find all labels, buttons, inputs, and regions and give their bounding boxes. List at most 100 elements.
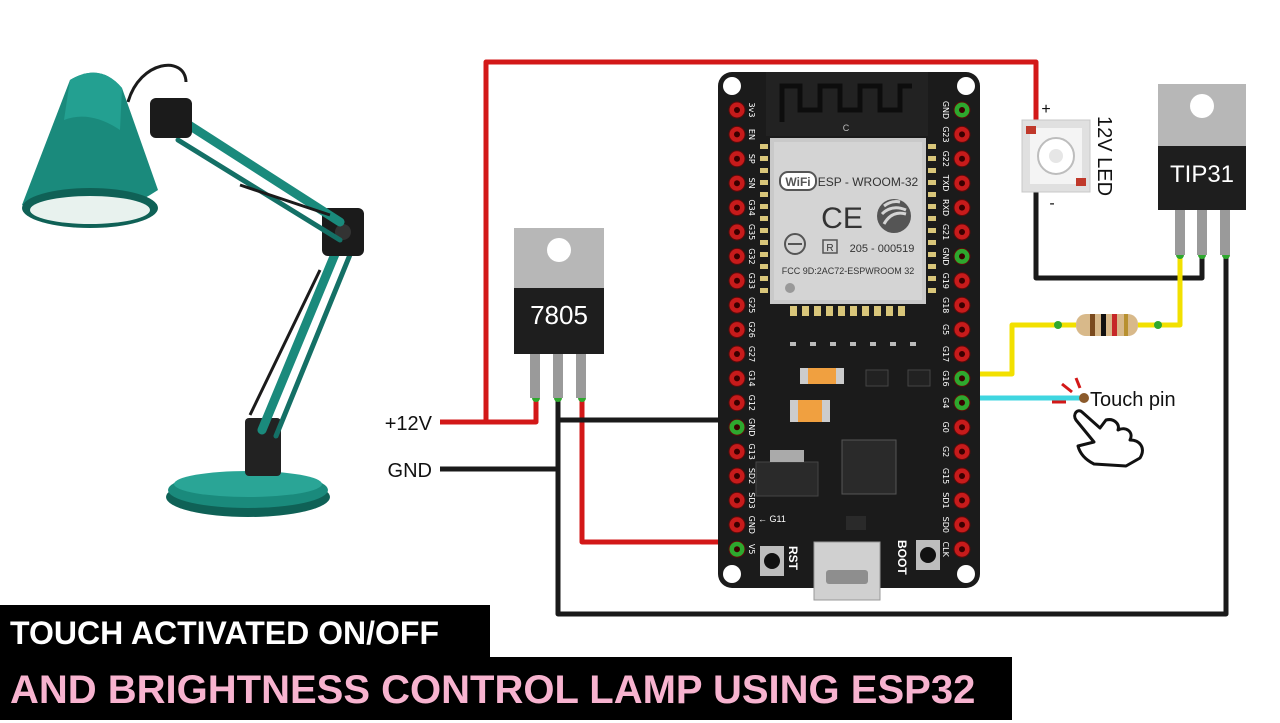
pin-hole xyxy=(734,473,740,479)
pin-label-right: GND xyxy=(941,247,950,265)
pin-hole xyxy=(959,204,965,211)
pin-label-left: SN xyxy=(747,178,756,189)
pin-label-right: G4 xyxy=(941,397,950,408)
pin-label-left: G12 xyxy=(747,395,756,411)
pin-hole xyxy=(734,497,740,504)
usb-port-icon xyxy=(813,541,881,601)
pin-hole xyxy=(734,302,740,309)
antenna-marking: C xyxy=(843,123,850,133)
pin-hole xyxy=(959,107,965,113)
regulator-label: 7805 xyxy=(530,300,588,330)
certification-icon xyxy=(784,233,806,255)
pin-label-right: G0 xyxy=(941,422,950,433)
pin-label-right: G16 xyxy=(941,370,950,386)
pin-label-right: GND xyxy=(941,101,950,119)
touch-pin-label: Touch pin xyxy=(1090,389,1176,411)
pin-label-right: SD1 xyxy=(941,492,950,508)
pin-label-left: GND xyxy=(747,516,756,534)
transistor-tip31: TIP31 xyxy=(1158,84,1246,255)
pin-label-left: G13 xyxy=(747,443,756,459)
pin-label-right: G19 xyxy=(941,273,950,289)
led-plus-sign: + xyxy=(1041,101,1050,118)
pin-hole xyxy=(959,546,965,553)
r-mark: R xyxy=(826,243,833,254)
pin-hole xyxy=(734,277,740,284)
pin-hole xyxy=(734,326,740,333)
led-minus-sign: - xyxy=(1049,195,1054,212)
pin-label-right: G17 xyxy=(941,346,950,362)
pin-hole xyxy=(959,253,965,260)
ground-label: GND xyxy=(388,460,432,482)
pin-label-left: G27 xyxy=(747,346,756,362)
led-label: 12V LED xyxy=(1093,116,1115,196)
pin-label-right: G18 xyxy=(941,297,950,313)
pin-hole xyxy=(959,131,965,138)
pin-label-left: G32 xyxy=(747,248,756,264)
pin-hole xyxy=(959,473,965,479)
pointing-hand-icon xyxy=(1073,409,1144,468)
led-12v: + - 12V LED xyxy=(1021,101,1115,212)
pin-hole xyxy=(734,131,740,138)
pin-label-right: RXD xyxy=(941,199,950,216)
pin-hole xyxy=(734,107,740,113)
rst-label: RST xyxy=(786,546,800,571)
title-line-2: AND BRIGHTNESS CONTROL LAMP USING ESP32 xyxy=(0,657,1012,720)
pin-label-left: SD3 xyxy=(747,492,756,508)
pin-label-right: CLK xyxy=(941,542,950,558)
espressif-logo-icon xyxy=(877,199,911,233)
esp32-right-pin-header: GNDG23G22TXDRXDG21GNDG19G18G5G17G16G4G0G… xyxy=(941,101,971,558)
pin-hole xyxy=(734,204,740,211)
pin-label-right: G5 xyxy=(941,324,950,335)
signal-wires xyxy=(962,255,1183,377)
pin-label-left: G14 xyxy=(747,370,756,386)
desk-lamp-illustration xyxy=(22,63,364,517)
pin-label-left: EN xyxy=(747,129,756,140)
pin-hole xyxy=(959,497,965,504)
pin-label-left: G35 xyxy=(747,224,756,240)
pin-hole xyxy=(959,521,965,528)
pin-hole xyxy=(734,399,740,406)
pin-hole xyxy=(734,424,740,431)
pin-hole xyxy=(734,180,740,187)
pin-label-left: SD2 xyxy=(747,468,756,484)
pin-hole xyxy=(959,351,965,357)
pin-label-right: G2 xyxy=(941,446,950,457)
pin-hole xyxy=(734,448,740,455)
pin-label-left: G26 xyxy=(747,321,756,337)
voltage-regulator-7805: 7805 xyxy=(514,228,604,398)
touch-pin: Touch pin xyxy=(1052,377,1176,411)
pin-label-left: SP xyxy=(747,154,756,164)
ce-mark: CE xyxy=(821,202,863,235)
pin-hole xyxy=(734,351,740,357)
pin-hole xyxy=(734,375,740,382)
module-name: ESP - WROOM-32 xyxy=(818,175,919,189)
pin-hole xyxy=(734,253,740,260)
pin-hole xyxy=(959,155,965,162)
pin-label-right: SD0 xyxy=(941,517,950,533)
pin-hole xyxy=(959,424,965,431)
registration-number: 205 - 000519 xyxy=(850,243,915,255)
pin-hole xyxy=(959,229,965,235)
smd-components xyxy=(755,342,931,530)
esp32-board: C WiFi ESP - WROOM-32 CE R 205 - 000519 … xyxy=(718,72,980,601)
pin-label-right: G15 xyxy=(941,468,950,484)
pin-hole xyxy=(959,399,965,406)
pin-hole xyxy=(959,375,965,382)
title-line-1: TOUCH ACTIVATED ON/OFF xyxy=(0,605,490,657)
boot-label: BOOT xyxy=(895,540,909,575)
pin-hole xyxy=(959,277,965,284)
pin-label-left: V5 xyxy=(747,544,756,555)
power-wires xyxy=(440,59,1039,545)
wifi-badge: WiFi xyxy=(785,175,810,189)
g11-note: ← G11 xyxy=(758,514,786,524)
module-pads xyxy=(760,144,936,316)
pin-hole xyxy=(959,180,965,187)
pin-hole xyxy=(959,448,965,455)
pin-label-right: G21 xyxy=(941,224,950,240)
rst-button xyxy=(760,546,784,576)
transistor-label: TIP31 xyxy=(1170,161,1234,188)
resistor xyxy=(1076,314,1138,336)
pin-label-left: G34 xyxy=(747,199,756,215)
pin-label-right: TXD xyxy=(941,174,950,192)
